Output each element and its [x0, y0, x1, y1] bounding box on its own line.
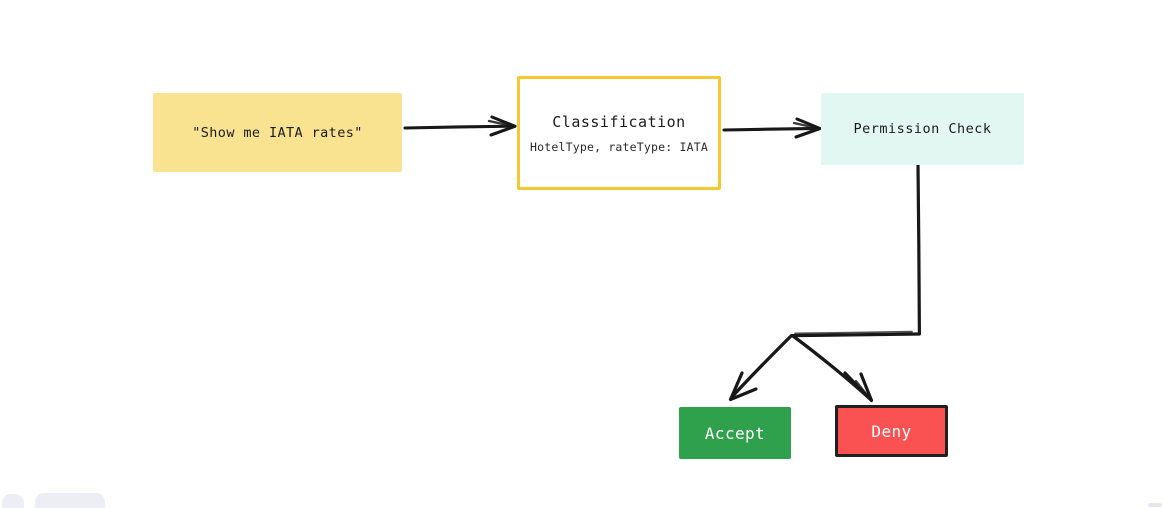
toolbar-chip-small[interactable] [2, 494, 24, 508]
edge-permission-to-branch [790, 163, 921, 338]
edge-branch-to-deny [791, 334, 874, 403]
corner-scroll-indicator [1148, 503, 1162, 507]
node-permission-check-label: Permission Check [853, 121, 992, 137]
node-permission-check[interactable]: Permission Check [821, 93, 1024, 165]
node-user-request-label: "Show me IATA rates" [192, 124, 363, 141]
node-classification[interactable]: Classification HotelType, rateType: IATA [517, 76, 721, 190]
node-deny-label: Deny [871, 421, 912, 441]
node-deny[interactable]: Deny [835, 405, 948, 457]
node-user-request[interactable]: "Show me IATA rates" [153, 93, 402, 172]
toolbar-chip-wide[interactable] [35, 493, 105, 508]
node-classification-title: Classification [552, 112, 686, 131]
edge-classification-to-permission [722, 117, 822, 139]
node-accept-label: Accept [704, 423, 766, 443]
node-accept[interactable]: Accept [679, 407, 791, 459]
edge-request-to-classification [403, 115, 517, 137]
edge-branch-to-accept [728, 334, 793, 402]
node-classification-subtitle: HotelType, rateType: IATA [529, 139, 709, 154]
